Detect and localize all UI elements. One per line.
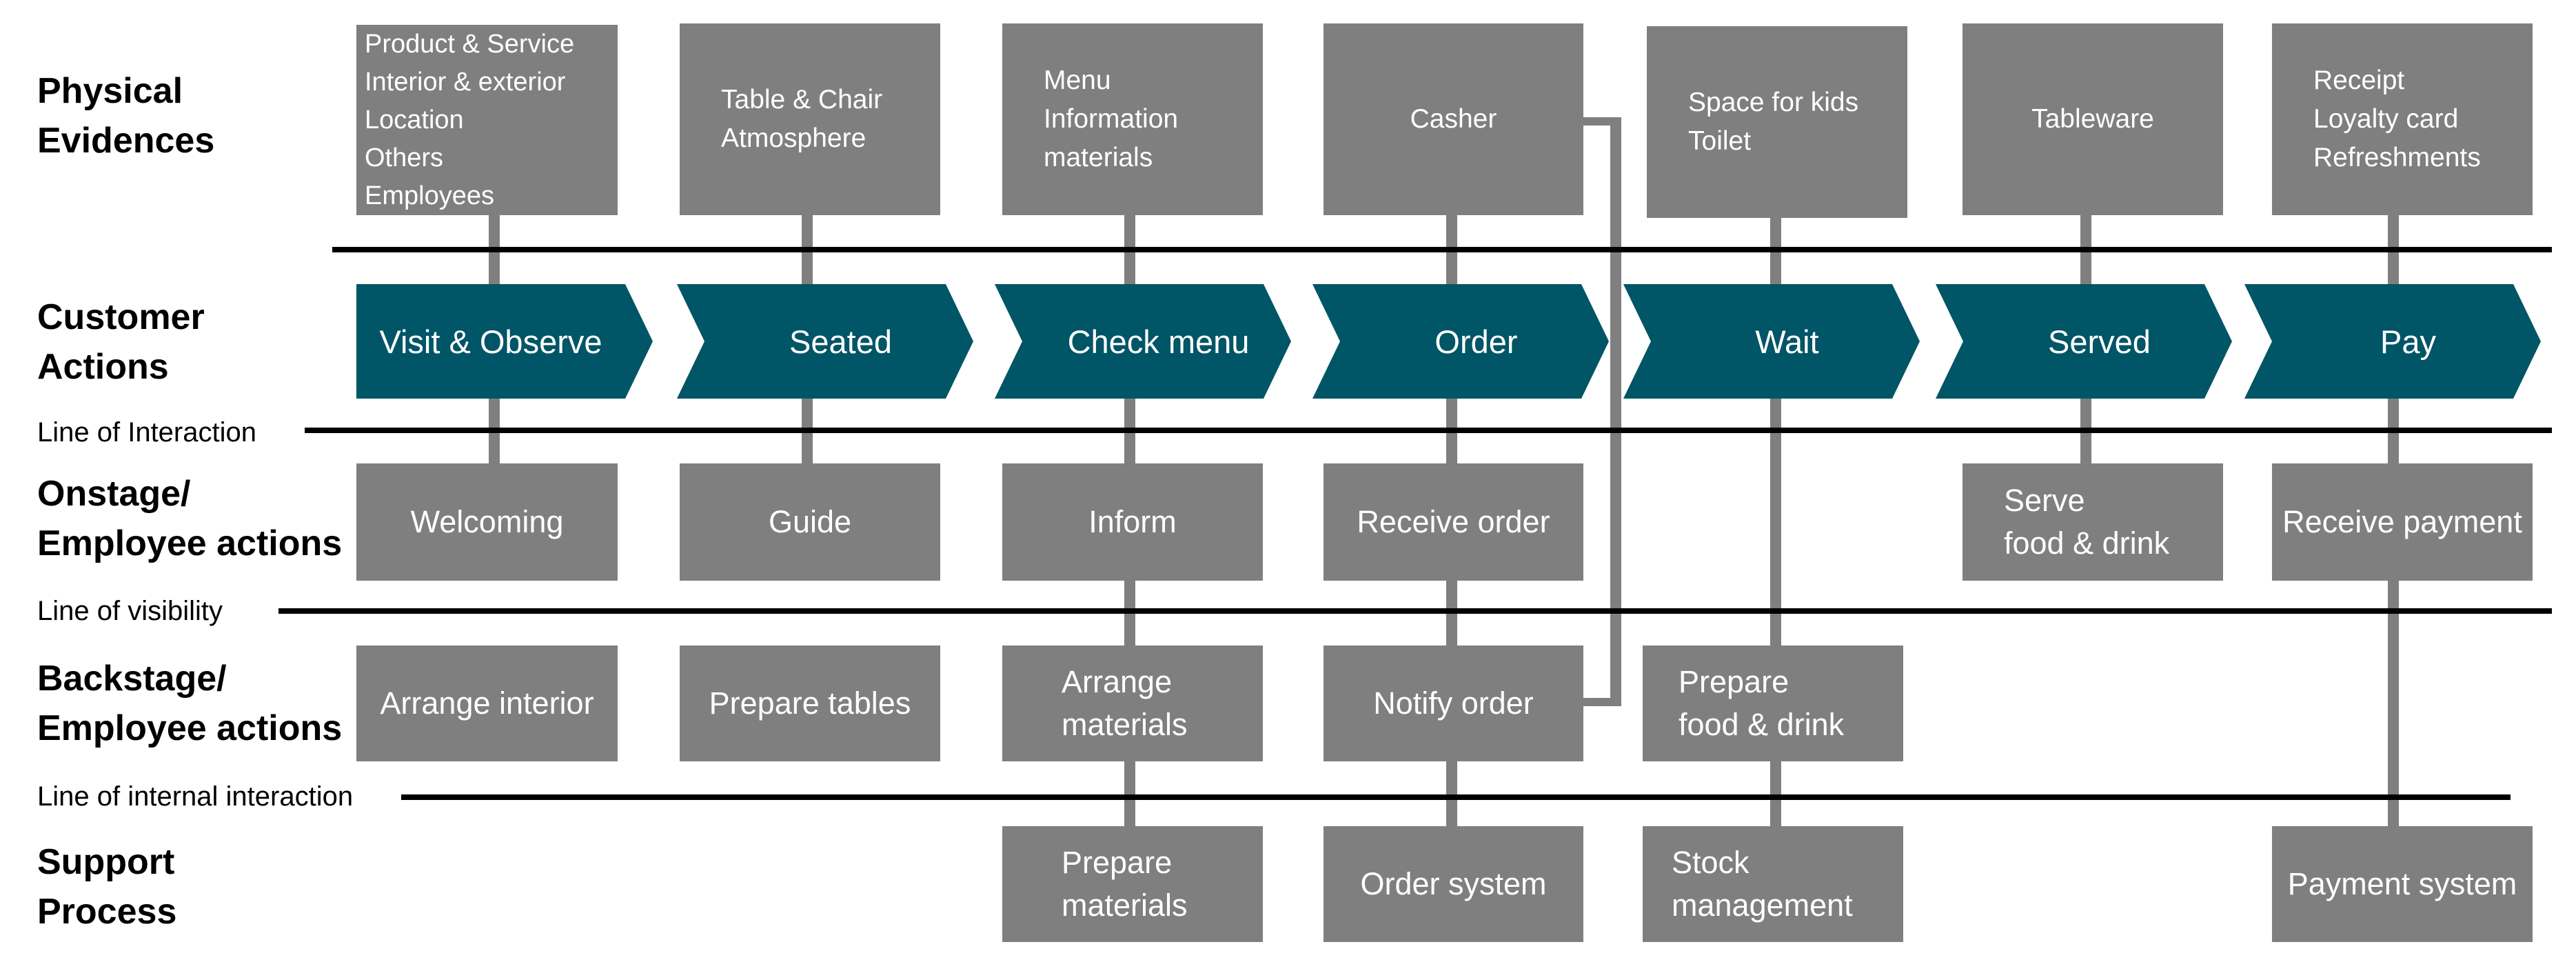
line-of-interaction [305, 428, 2552, 433]
row-label-customer-actions: Customer Actions [37, 297, 205, 387]
evidence-box-wait: Space for kids Toilet [1647, 26, 1907, 218]
evidence-box-visit: Product & Service Interior & exterior Lo… [356, 25, 618, 215]
onstage-box-order: Receive order [1324, 463, 1583, 581]
backstage-box-seated: Prepare tables [680, 645, 940, 761]
backstage-box-menu: Arrange materials [1002, 645, 1263, 761]
label-line-of-internal-interaction: Line of internal interaction [37, 781, 354, 812]
customer-action-visit: Visit & Observe [356, 284, 653, 399]
onstage-box-served: Serve food & drink [1963, 463, 2223, 581]
onstage-box-menu: Inform [1002, 463, 1263, 581]
connector-notify-bottom [1583, 698, 1621, 706]
line-of-visibility [278, 608, 2552, 614]
row-label-onstage: Onstage/ Employee actions [37, 474, 343, 563]
customer-action-pay: Pay [2244, 284, 2541, 399]
support-box-pay: Payment system [2272, 826, 2533, 942]
onstage-box-seated: Guide [680, 463, 940, 581]
evidence-box-order: Casher [1324, 23, 1583, 215]
support-box-wait: Stock management [1643, 826, 1903, 942]
onstage-box-pay: Receive payment [2272, 463, 2533, 581]
row-label-backstage: Backstage/ Employee actions [37, 659, 343, 748]
label-line-of-interaction: Line of Interaction [37, 417, 256, 448]
customer-action-wait: Wait [1623, 284, 1920, 399]
backstage-box-order: Notify order [1324, 645, 1583, 761]
backstage-box-visit: Arrange interior [356, 645, 618, 761]
label-line-of-visibility: Line of visibility [37, 596, 223, 626]
support-box-menu: Prepare materials [1002, 826, 1263, 942]
customer-action-menu: Check menu [995, 284, 1291, 399]
row-label-physical-evidences: Physical Evidences [37, 71, 215, 161]
onstage-box-visit: Welcoming [356, 463, 618, 581]
customer-action-served: Served [1936, 284, 2232, 399]
evidence-box-served: Tableware [1963, 23, 2223, 215]
row-label-support: Support Process [37, 842, 177, 932]
evidence-box-pay: Receipt Loyalty card Refreshments [2272, 23, 2533, 215]
backstage-box-wait: Prepare food & drink [1643, 645, 1903, 761]
evidence-box-seated: Table & Chair Atmosphere [680, 23, 940, 215]
connector-casher-route [1610, 119, 1621, 706]
customer-action-order: Order [1312, 284, 1609, 399]
support-box-order: Order system [1324, 826, 1583, 942]
evidence-box-menu: Menu Information materials [1002, 23, 1263, 215]
line-top [332, 247, 2552, 252]
connector-casher-top [1583, 117, 1621, 126]
customer-action-seated: Seated [677, 284, 973, 399]
line-of-internal-interaction [401, 794, 2511, 800]
